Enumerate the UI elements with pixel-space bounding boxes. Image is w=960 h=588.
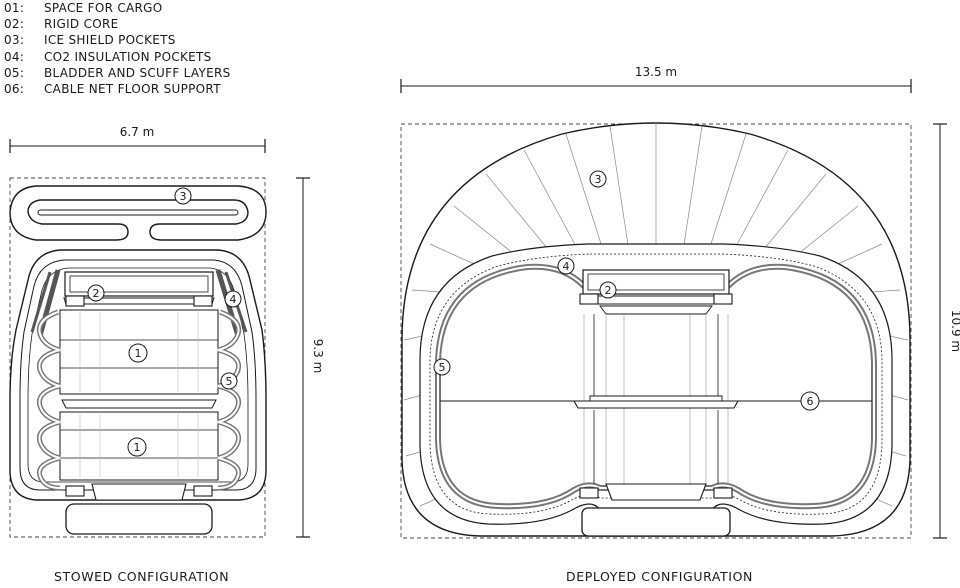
legend-item: 04: CO2 INSULATION POCKETS bbox=[4, 49, 231, 65]
deployed-callout-6: 6 bbox=[800, 391, 820, 411]
svg-text:2: 2 bbox=[93, 287, 100, 300]
deployed-callout-2: 2 bbox=[599, 281, 617, 299]
stowed-callout-2: 2 bbox=[87, 284, 105, 302]
stowed-height-dimension: 9.3 m bbox=[296, 177, 325, 538]
svg-text:5: 5 bbox=[226, 375, 233, 388]
deployed-width-dimension: 13.5 m bbox=[400, 65, 912, 93]
legend-label: RIGID CORE bbox=[44, 17, 119, 32]
legend-item: 06: CABLE NET FLOOR SUPPORT bbox=[4, 81, 231, 97]
legend-label: ICE SHIELD POCKETS bbox=[44, 33, 176, 48]
deployed-height-dimension: 10.9 m bbox=[933, 123, 960, 539]
svg-text:5: 5 bbox=[439, 361, 446, 374]
legend-item: 02: RIGID CORE bbox=[4, 16, 231, 32]
legend-item: 01: SPACE FOR CARGO bbox=[4, 0, 231, 16]
stowed-caption: STOWED CONFIGURATION bbox=[54, 569, 230, 584]
deployed-width-label: 13.5 m bbox=[635, 65, 677, 79]
deployed-diagram: 13.5 m 10.9 m bbox=[400, 65, 960, 539]
stowed-callout-3: 3 bbox=[174, 187, 192, 205]
svg-text:4: 4 bbox=[230, 293, 237, 306]
deployed-rigid-core-bottom bbox=[581, 507, 731, 537]
stowed-ice-shield-top bbox=[9, 185, 267, 241]
legend-number: 01: bbox=[4, 1, 25, 15]
deployed-callout-4: 4 bbox=[557, 257, 575, 275]
stowed-rigid-core-bottom bbox=[65, 503, 213, 535]
svg-text:3: 3 bbox=[180, 190, 187, 203]
legend-item: 05: BLADDER AND SCUFF LAYERS bbox=[4, 65, 231, 81]
svg-text:6: 6 bbox=[807, 395, 814, 408]
stowed-diagram: 6.7 m 9.3 m bbox=[9, 125, 325, 538]
svg-text:1: 1 bbox=[135, 347, 142, 360]
stowed-callout-4: 4 bbox=[224, 290, 242, 308]
legend-label: CABLE NET FLOOR SUPPORT bbox=[44, 82, 221, 97]
svg-text:4: 4 bbox=[563, 260, 570, 273]
legend-label: CO2 INSULATION POCKETS bbox=[44, 49, 212, 64]
deployed-callout-3: 3 bbox=[589, 170, 607, 188]
svg-text:1: 1 bbox=[134, 441, 141, 454]
stowed-callout-1: 1 bbox=[128, 343, 148, 363]
legend-number: 06: bbox=[4, 82, 25, 97]
legend-number: 04: bbox=[4, 49, 25, 64]
deployed-callout-5: 5 bbox=[433, 358, 451, 376]
legend-number: 05: bbox=[4, 65, 25, 80]
stowed-width-dimension: 6.7 m bbox=[9, 125, 266, 153]
legend-number: 02: bbox=[4, 17, 25, 32]
legend-label: SPACE FOR CARGO bbox=[44, 1, 163, 15]
stowed-width-label: 6.7 m bbox=[120, 125, 155, 139]
stowed-callout-1-lower: 1 bbox=[127, 437, 147, 457]
stowed-callout-5: 5 bbox=[220, 372, 238, 390]
legend: 01: SPACE FOR CARGO 02: RIGID CORE 03: ICE … bbox=[4, 0, 231, 97]
legend-item: 03: ICE SHIELD POCKETS bbox=[4, 32, 231, 48]
stowed-height-label: 9.3 m bbox=[311, 339, 325, 374]
deployed-caption: DEPLOYED CONFIGURATION bbox=[566, 569, 753, 584]
deployed-height-label: 10.9 m bbox=[949, 310, 960, 352]
svg-text:3: 3 bbox=[595, 173, 602, 186]
legend-label: BLADDER AND SCUFF LAYERS bbox=[44, 65, 231, 80]
svg-text:2: 2 bbox=[605, 284, 612, 297]
legend-number: 03: bbox=[4, 33, 25, 48]
